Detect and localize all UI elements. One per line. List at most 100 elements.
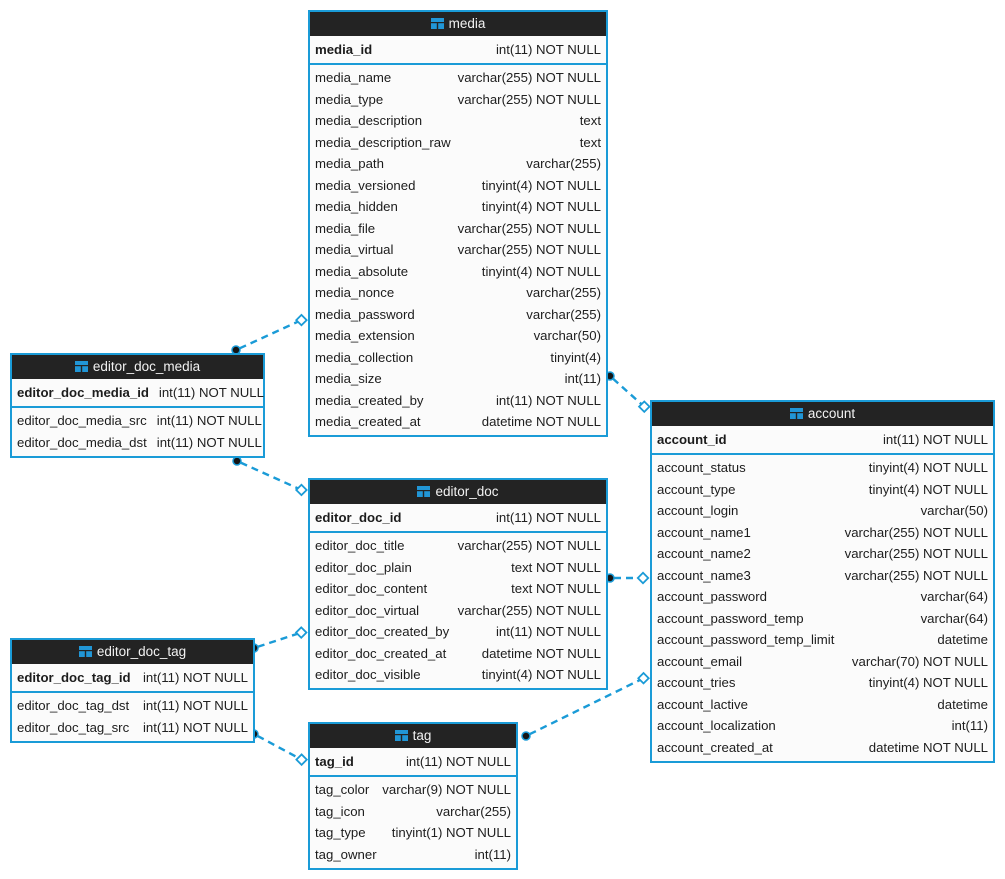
field-name: tag_type [315,825,366,840]
relationship-many-marker [521,731,531,741]
entity-field: account_type tinyint(4) NOT NULL [652,479,993,501]
field-type: varchar(255) NOT NULL [457,538,601,553]
field-type: datetime NOT NULL [481,645,601,661]
entity-field: tag_type tinyint(1) NOT NULL [310,822,516,844]
entity-header-editor_doc_media[interactable]: editor_doc_media [12,355,263,379]
relationship-one-marker [295,753,309,767]
field-name: media_collection [315,349,414,365]
entity-header-tag[interactable]: tag [310,724,516,748]
field-type: tinyint(4) NOT NULL [481,263,601,279]
entity-header-media[interactable]: media [310,12,606,36]
field-name: editor_doc_tag_dst [17,698,130,713]
field-name: editor_doc_content [315,581,428,596]
field-name: media_path [315,156,384,171]
field-name: account_name2 [657,546,751,561]
field-name: media_name [315,70,392,85]
field-name: editor_doc_id [315,509,402,525]
field-type: varchar(255) NOT NULL [457,602,601,618]
relationship-one-marker [294,626,308,640]
field-type: varchar(255) [526,306,601,322]
field-type: varchar(255) [436,803,511,819]
field-type: varchar(50) [533,328,601,343]
entity-title: tag [412,728,432,743]
field-type: int(11) [474,846,511,862]
rel-media-account[interactable] [605,371,651,414]
field-type: tinyint(4) NOT NULL [868,481,988,497]
field-type: varchar(255) [526,285,601,300]
field-name: editor_doc_media_id [17,384,149,400]
relationship-one-marker [636,571,650,585]
field-name: account_password_temp_limit [657,632,835,647]
entity-header-editor_doc[interactable]: editor_doc [310,480,606,504]
field-type: int(11) [564,371,601,386]
field-name: media_created_by [315,392,424,408]
entity-table-editor_doc_media[interactable]: editor_doc_media editor_doc_media_id int(1… [10,353,265,458]
rel-editor_doc_media-editor_doc[interactable] [232,456,308,497]
field-type: int(11) NOT NULL [142,669,248,685]
field-type: int(11) [951,718,988,733]
relationship-line [257,632,299,648]
field-name: editor_doc_media_dst [17,434,147,450]
field-name: editor_doc_title [315,538,405,553]
field-type: tinyint(1) NOT NULL [391,825,511,840]
field-type: tinyint(4) NOT NULL [481,177,601,193]
table-icon [78,646,92,657]
entity-field: editor_doc_title varchar(255) NOT NULL [310,535,606,557]
entity-title: editor_doc [435,484,499,499]
field-type: datetime [937,696,988,712]
field-name: media_file [315,220,376,236]
table-icon [394,730,408,741]
field-name: media_virtual [315,242,394,257]
field-name: account_status [657,460,746,475]
table-icon [789,408,803,419]
rel-editor_doc_tag-tag[interactable] [249,729,309,767]
field-name: editor_doc_plain [315,559,412,575]
field-type: int(11) NOT NULL [156,413,262,428]
rel-editor_doc-account[interactable] [605,571,650,585]
field-name: account_type [657,481,736,497]
field-type: int(11) NOT NULL [882,431,988,447]
entity-header-editor_doc_tag[interactable]: editor_doc_tag [12,640,253,664]
entity-header-account[interactable]: account [652,402,993,426]
rel-editor_doc_media-media[interactable] [231,313,308,355]
entity-title: editor_doc_media [92,359,201,374]
field-name: tag_icon [315,803,365,819]
entity-title: account [807,406,856,421]
field-type: datetime [937,632,988,647]
field-name: account_name3 [657,567,751,583]
rel-editor_doc_tag-editor_doc[interactable] [249,626,308,653]
relationship-one-marker [637,400,651,414]
field-type: varchar(70) NOT NULL [851,653,988,669]
field-type: tinyint(4) NOT NULL [868,460,988,475]
